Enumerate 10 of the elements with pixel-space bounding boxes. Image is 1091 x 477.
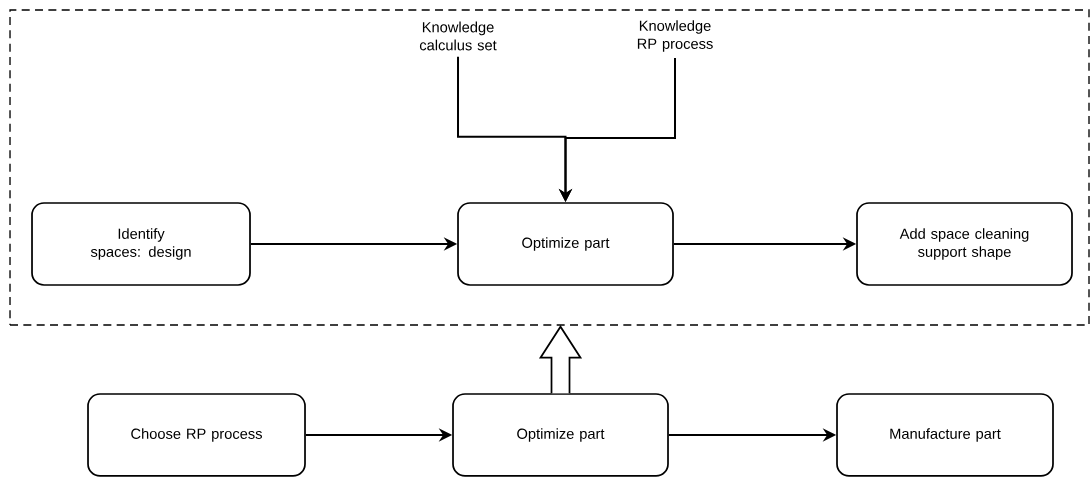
process-box: Add space cleaning support shape <box>856 202 1073 286</box>
process-box: Identify spaces: design <box>31 202 251 286</box>
process-box: Manufacture part <box>836 393 1054 477</box>
input-label: Knowledge RP process <box>637 20 713 52</box>
process-box: Optimize part <box>452 393 669 477</box>
block-arrow <box>538 325 583 394</box>
dashed-frame <box>9 9 1090 326</box>
process-box: Optimize part <box>457 202 674 286</box>
process-box: Choose RP process <box>87 393 306 477</box>
input-label: Knowledge calculus set <box>419 21 497 51</box>
